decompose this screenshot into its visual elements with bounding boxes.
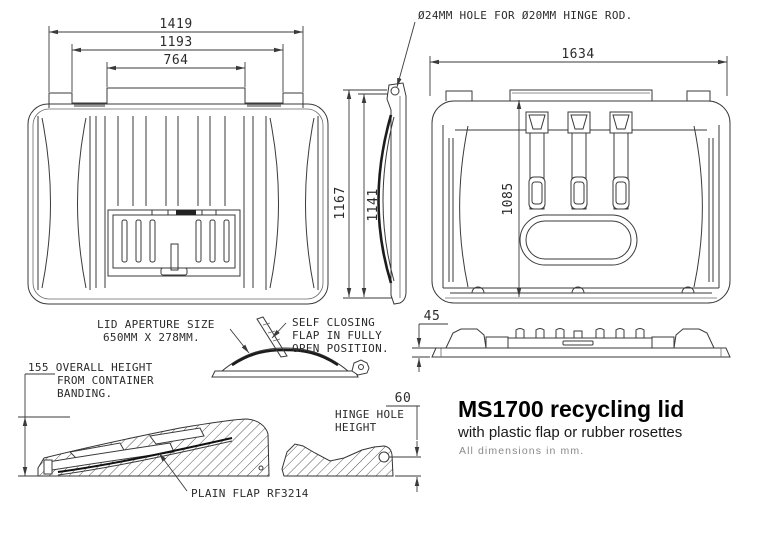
dim-rear-width: 1634: [429, 47, 728, 96]
flap-note-line3: OPEN POSITION.: [292, 342, 389, 355]
dim-front-mid-width: 1193: [71, 35, 284, 92]
hinge-rod-note: Ø24MM HOLE FOR Ø20MM HINGE ROD.: [418, 9, 633, 22]
flap-note-line2: FLAP IN FULLY: [292, 329, 382, 342]
hinge-posts: [525, 111, 633, 210]
dim-label-764: 764: [164, 53, 189, 68]
side-profile-view: 1167 1141 Ø24MM HOLE FOR Ø20MM HINGE ROD…: [333, 9, 633, 305]
dim-front-outer-width: 1419: [48, 17, 304, 92]
flap-open-view: LID APERTURE SIZE 650MM X 278MM. SELF CL…: [97, 316, 389, 378]
hinge-hole: [378, 451, 390, 463]
dim-label-1634: 1634: [561, 47, 594, 62]
hinge-hole-note-line1: HINGE HOLE: [335, 408, 404, 421]
front-view: 1419 1193 764: [27, 17, 329, 305]
hinge-rod-hole: [390, 86, 400, 96]
dim-label-1193: 1193: [159, 35, 192, 50]
title-block: MS1700 recycling lid with plastic flap o…: [457, 396, 684, 457]
lid-section-view: PLAIN FLAP RF3214: [37, 418, 309, 500]
drawing-units-note: All dimensions in mm.: [459, 445, 584, 457]
plain-flap-label: PLAIN FLAP RF3214: [191, 487, 309, 500]
flap-note-line1: SELF CLOSING: [292, 316, 375, 329]
dim-side-outer-height: 1167: [333, 90, 352, 297]
hinge-hole-note-line2: HEIGHT: [335, 421, 377, 434]
dim-front-inner-width: 764: [106, 53, 246, 87]
edge-view: 45: [412, 309, 731, 372]
dim-label-1167: 1167: [333, 186, 348, 219]
drawing-title: MS1700 recycling lid: [458, 396, 684, 422]
aperture-note-line2: 650MM X 278MM.: [103, 331, 200, 344]
dim-label-60: 60: [395, 391, 412, 406]
dim-label-45: 45: [424, 309, 441, 324]
overall-height-line2: FROM CONTAINER: [57, 374, 154, 387]
drawing-subtitle: with plastic flap or rubber rosettes: [457, 424, 682, 441]
dim-label-1085: 1085: [501, 182, 516, 215]
dim-banding-step: 45: [412, 309, 448, 372]
dim-label-1419: 1419: [159, 17, 192, 32]
dim-rear-panel-height: 1085: [501, 100, 522, 297]
plain-flap-curve: [57, 437, 233, 473]
front-flap-area: [107, 209, 241, 277]
overall-height-line1: 155 OVERALL HEIGHT: [28, 361, 153, 374]
hinge-section-view: 60 HINGE HOLE HEIGHT: [281, 391, 421, 492]
rear-view: 1634: [429, 47, 731, 304]
aperture-note-line1: LID APERTURE SIZE: [97, 318, 215, 331]
dim-hinge-hole-height: 60: [386, 391, 420, 492]
overall-height-line3: BANDING.: [57, 387, 112, 400]
